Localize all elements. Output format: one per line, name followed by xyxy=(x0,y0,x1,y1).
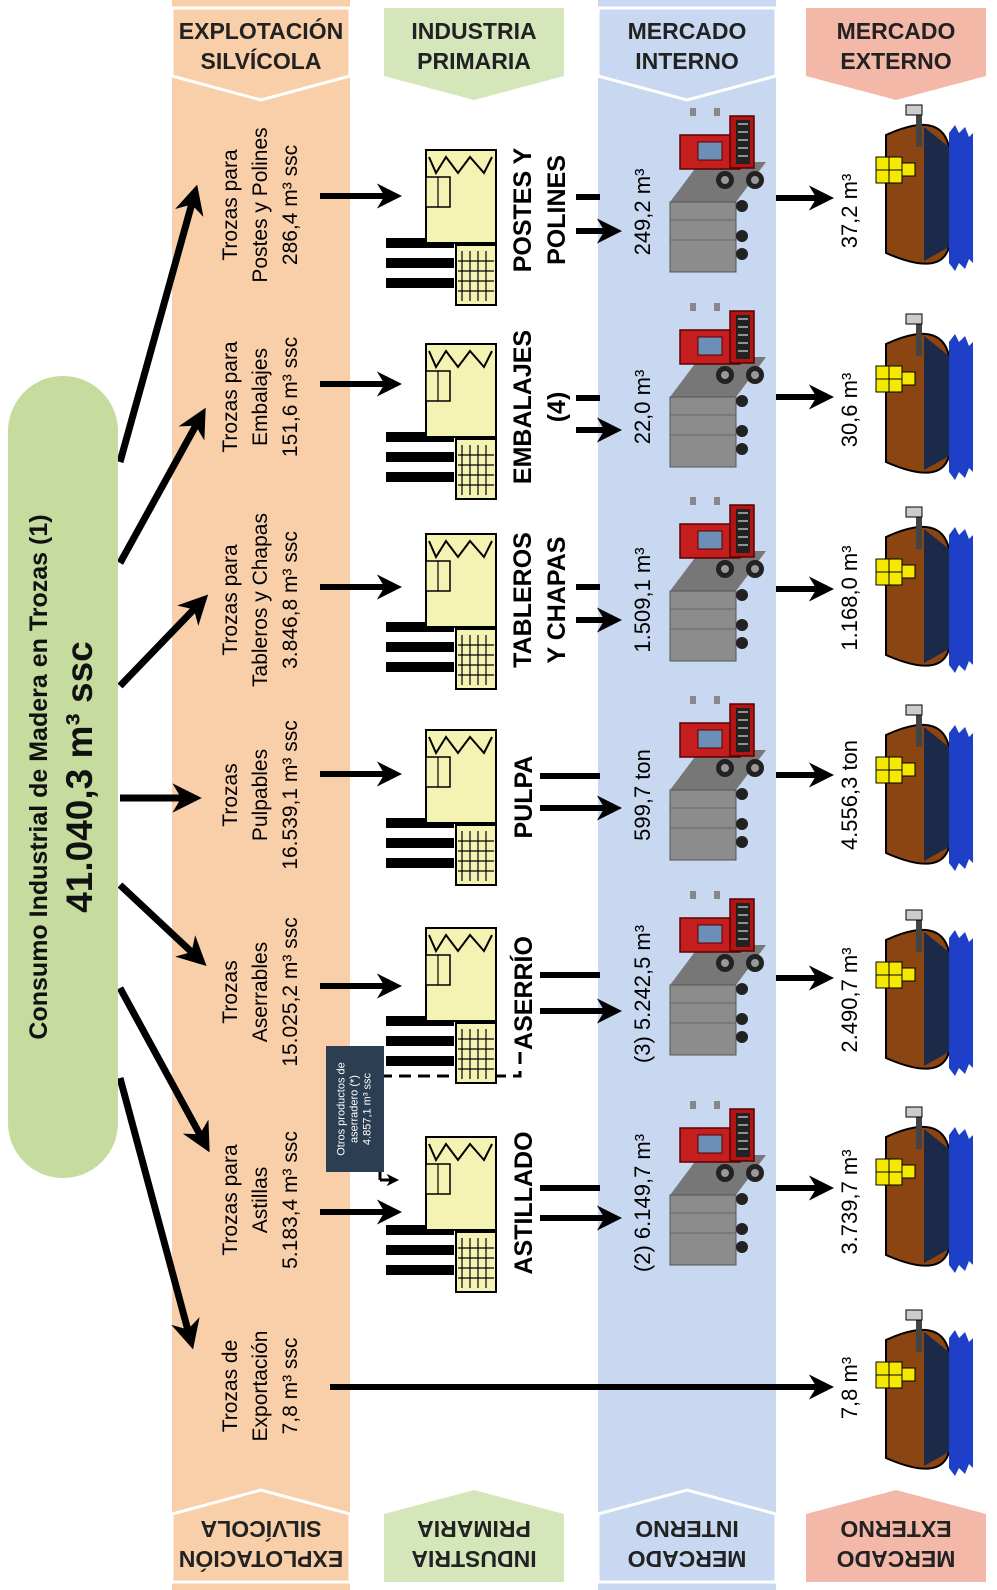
factory-icon xyxy=(385,927,497,1084)
truck-icon xyxy=(669,302,767,468)
export-value-chipping: 3.739,7 m³ xyxy=(837,1149,862,1255)
domestic-value-boards: 1.509,1 m³ xyxy=(630,547,655,653)
factory-icon xyxy=(385,149,497,306)
industry-label-packaging: EMBALAJES(4) xyxy=(509,329,571,485)
factory-icon xyxy=(385,729,497,886)
domestic-to-export-arrows xyxy=(330,185,835,1400)
bottom-headers-shapes xyxy=(170,1488,986,1584)
total-to-source-arrows xyxy=(116,184,210,1350)
source-to-industry-arrows xyxy=(320,183,403,1225)
export-value-posts: 37,2 m³ xyxy=(837,173,862,249)
total-title: Consumo Industrial de Madera en Trozas (… xyxy=(25,514,53,1040)
export-value-sawmill: 2.490,7 m³ xyxy=(837,947,862,1053)
cargo-ship-icon xyxy=(875,313,974,481)
truck-icon xyxy=(669,496,767,662)
truck-icon xyxy=(669,890,767,1056)
cargo-ship-icon xyxy=(875,1309,974,1477)
domestic-value-chipping: (2) 6.149,7 m³ xyxy=(630,1133,655,1273)
domestic-value-sawmill: (3) 5.242,5 m³ xyxy=(630,924,655,1064)
cargo-ship-icon xyxy=(875,1106,974,1274)
total-value: 41.040,3 m³ ssc xyxy=(59,641,100,913)
export-value-packaging: 30,6 m³ xyxy=(837,372,862,448)
truck-icon xyxy=(669,695,767,861)
domestic-value-posts: 249,2 m³ xyxy=(630,168,655,256)
domestic-value-pulp: 599,7 ton xyxy=(630,749,655,841)
truck-icon xyxy=(669,1100,767,1266)
export-value-export-logs: 7,8 m³ xyxy=(837,1356,862,1420)
factory-icon xyxy=(385,533,497,690)
cargo-ship-icon xyxy=(875,104,974,272)
export-value-boards: 1.168,0 m³ xyxy=(837,545,862,651)
cargo-ship-icon xyxy=(875,506,974,674)
truck-icon xyxy=(669,107,767,273)
cargo-ship-icon xyxy=(875,704,974,872)
export-value-pulp: 4.556,3 ton xyxy=(837,739,862,851)
total-consumption-box xyxy=(8,376,118,1178)
top-headers-shapes xyxy=(170,6,986,102)
cargo-ship-icon xyxy=(875,909,974,1077)
industry-label-chipping: ASTILLADO xyxy=(510,1131,538,1275)
industry-label-pulp: PULPA xyxy=(510,755,538,839)
industry-to-domestic-arrows xyxy=(540,194,623,1231)
factory-icon xyxy=(385,343,497,500)
total-consumption-label: Consumo Industrial de Madera en Trozas (… xyxy=(8,397,118,1157)
domestic-value-packaging: 22,0 m³ xyxy=(630,369,655,445)
factory-icon xyxy=(385,1136,497,1293)
industry-label-sawmill: ASERRÍO xyxy=(510,936,538,1050)
